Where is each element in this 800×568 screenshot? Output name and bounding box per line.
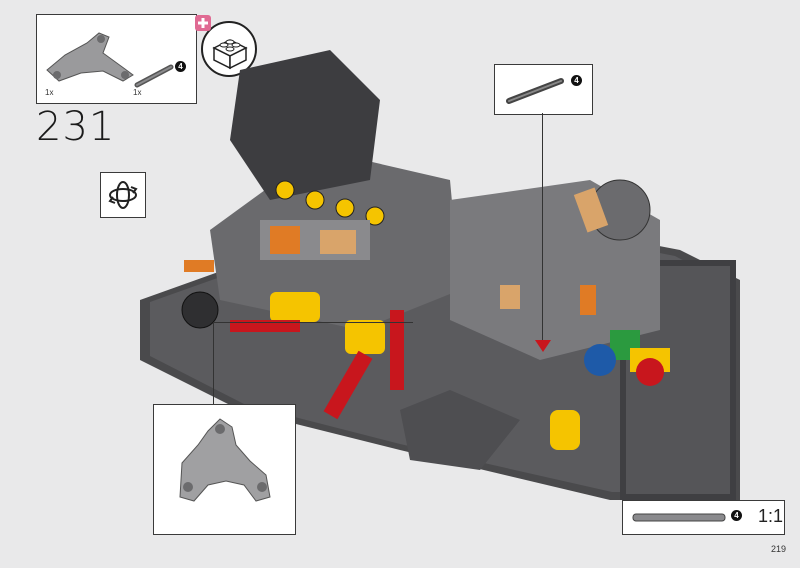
rubber-connector-part-icon [179,418,271,502]
scale-callout [622,500,785,535]
red-beams [230,310,404,420]
colored-gears [184,260,670,450]
step-number: 231 [36,104,116,150]
parts-callout: 1x 1x 4 [36,14,197,104]
engine-block [210,50,460,330]
part-quantity: 1x [133,88,142,97]
rubber-connector-part-icon [46,32,134,82]
part-detail-callout [153,404,296,535]
scale-label: 1:1 [758,506,784,526]
model-illustration [140,50,740,500]
callout-leader-line [213,322,214,404]
part-quantity: 1x [45,88,54,97]
callout-leader-line [213,322,413,323]
axle-part-icon [134,64,174,88]
gearbox [450,179,660,360]
front-structure [181,291,520,470]
callout-leader-line [542,113,543,348]
axle-length-badge: 4 [731,510,742,521]
parts-illustration [46,32,174,88]
arrow-icon [535,340,551,352]
axle-callout: 4 [494,64,593,115]
axle-length-badge: 4 [571,75,582,86]
page-number: 219 [770,544,786,554]
axle-part-icon [506,78,564,104]
axle-length-badge: 4 [175,61,186,72]
add-parts-bag-icon [192,12,258,78]
rotate-model-icon [100,172,146,218]
axle-part-icon [632,513,726,522]
